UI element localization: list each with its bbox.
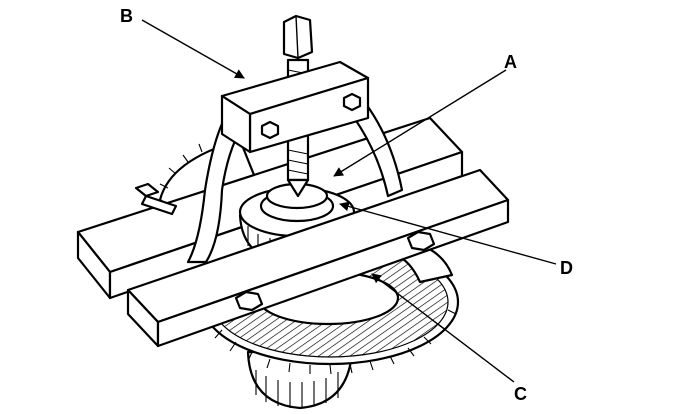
lower-bearing [246, 350, 354, 410]
callout-leaders [141, 19, 557, 383]
callout-c: C [514, 384, 527, 404]
leader-a [333, 69, 507, 177]
callout-d: D [560, 258, 573, 278]
leader-c [371, 273, 515, 383]
callout-a: A [504, 52, 517, 72]
callout-b: B [120, 6, 133, 26]
leader-d [339, 201, 557, 265]
puller-crossbar [220, 60, 370, 154]
bar-bolts [134, 182, 436, 312]
leader-b [141, 19, 245, 79]
